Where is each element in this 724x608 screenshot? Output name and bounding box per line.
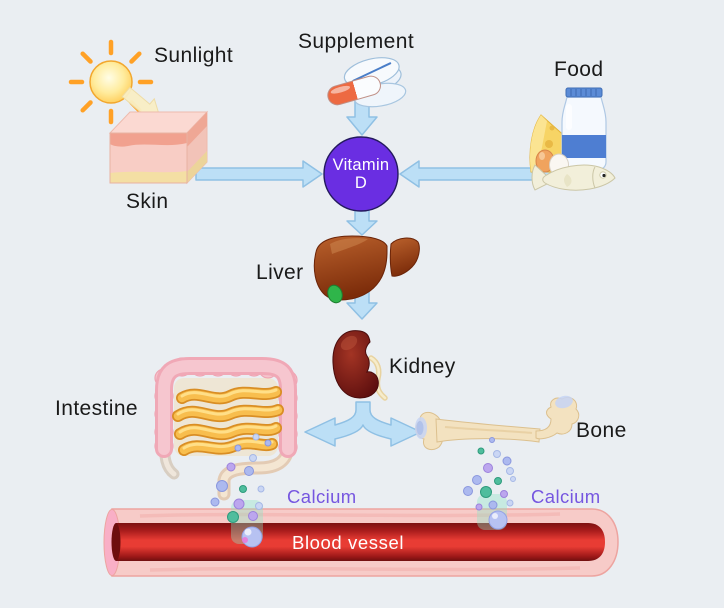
- arrow-skin-to-vitd: [195, 160, 323, 188]
- liver-label: Liver: [256, 261, 304, 284]
- bone-label: Bone: [576, 419, 627, 442]
- sunlight-label: Sunlight: [154, 44, 234, 67]
- vitamin-d-label: Vitamin D: [324, 140, 398, 208]
- skin-block-icon: [108, 110, 209, 185]
- liver-icon: [313, 235, 420, 304]
- gallbladder-icon: [327, 284, 343, 304]
- vitamin-d-node: [323, 136, 399, 212]
- food-icon: [529, 87, 616, 191]
- calcium-dots-left: [210, 433, 272, 548]
- flow-arrows: [195, 98, 566, 447]
- vitamin-d-line1: Vitamin: [332, 155, 390, 174]
- pills-icon: [327, 57, 407, 108]
- intestine-label: Intestine: [55, 397, 138, 420]
- milk-bottle-icon: [561, 87, 607, 171]
- bone-icon: [415, 395, 580, 451]
- kidney-label: Kidney: [389, 355, 456, 378]
- skin-label: Skin: [126, 190, 169, 213]
- calcium-label-right: Calcium: [531, 486, 601, 507]
- food-label: Food: [554, 58, 604, 81]
- supplement-label: Supplement: [298, 30, 415, 53]
- small-intestine-coils: [172, 386, 284, 456]
- arrow-kidney-fork: [304, 401, 422, 447]
- intestine-icon: [154, 357, 298, 501]
- blood-vessel-label: Blood vessel: [292, 532, 405, 553]
- calcium-label-left: Calcium: [287, 486, 357, 507]
- calcium-dots-right: [463, 437, 516, 530]
- fish-icon: [531, 164, 616, 191]
- vitamin-d-line2: D: [354, 174, 368, 192]
- capsule-icon: [327, 75, 381, 106]
- kidney-icon: [332, 330, 388, 401]
